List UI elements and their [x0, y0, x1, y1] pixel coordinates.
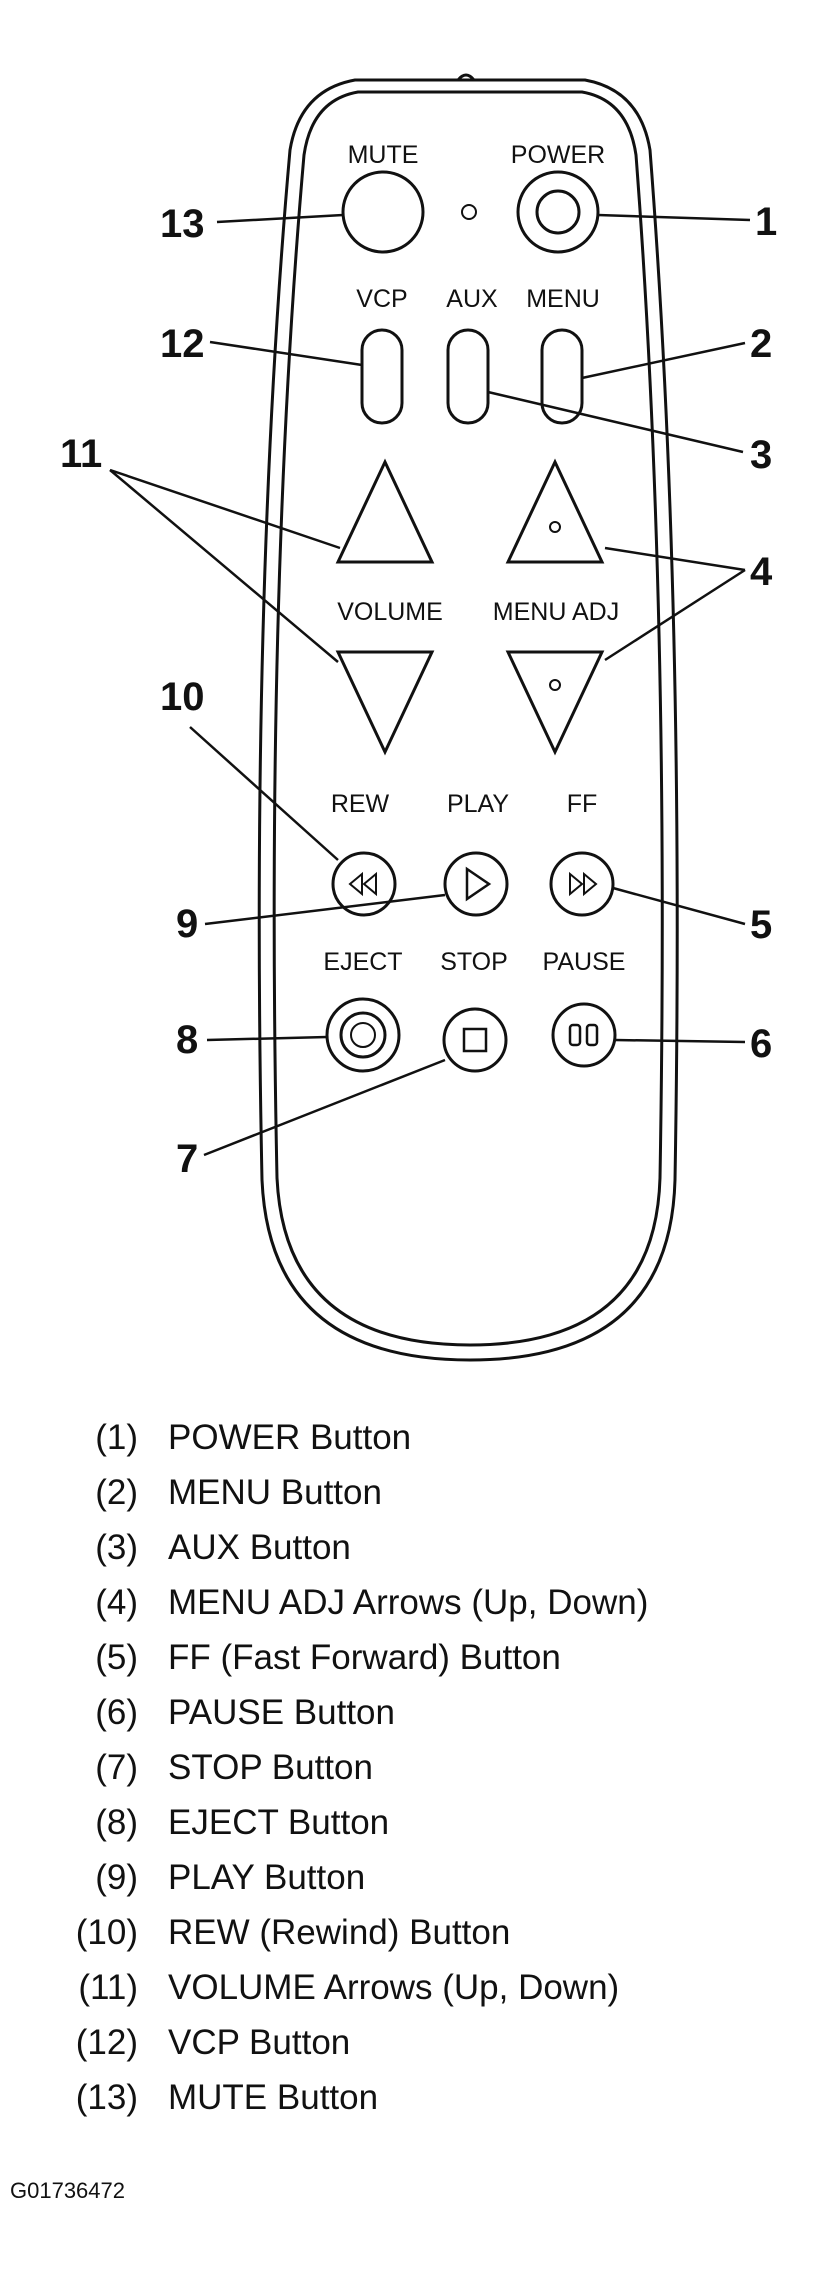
eject-button-inner — [350, 1022, 376, 1048]
eject-button[interactable] — [325, 997, 401, 1073]
legend-item: (7) STOP Button — [28, 1740, 818, 1795]
legend-number: (13) — [75, 2078, 138, 2117]
eject-button-mid — [339, 1011, 387, 1059]
menu-button[interactable] — [540, 328, 584, 425]
legend-item: (3) AUX Button — [28, 1520, 818, 1575]
callout-12: 12 — [160, 322, 205, 366]
legend-description: MENU ADJ Arrows (Up, Down) — [168, 1583, 649, 1622]
remote-diagram: MUTE POWER VCP AUX MENU VOLUME MENU ADJ … — [60, 73, 777, 1362]
legend-description: EJECT Button — [168, 1803, 390, 1842]
legend-number: (2) — [95, 1473, 138, 1512]
callout-10: 10 — [160, 675, 205, 719]
stop-icon — [462, 1027, 488, 1053]
legend-description: PAUSE Button — [168, 1693, 395, 1732]
callout-11: 11 — [60, 432, 102, 476]
figure-id: G01736472 — [10, 2178, 125, 2203]
legend-description: PLAY Button — [168, 1858, 366, 1897]
aux-label: AUX — [446, 285, 498, 313]
legend-item: (11) VOLUME Arrows (Up, Down) — [28, 1960, 818, 2015]
vcp-label: VCP — [356, 285, 407, 313]
legend-description: VOLUME Arrows (Up, Down) — [168, 1968, 620, 2007]
play-label: PLAY — [447, 790, 509, 818]
legend-number: (10) — [75, 1913, 138, 1952]
power-button-inner — [535, 189, 581, 235]
volume-up-arrow[interactable] — [335, 458, 435, 564]
rew-button[interactable] — [331, 851, 397, 917]
stop-label: STOP — [440, 948, 508, 976]
power-label: POWER — [511, 141, 605, 169]
legend-description: POWER Button — [168, 1418, 412, 1457]
pause-icon-right — [585, 1023, 599, 1047]
legend-item: (2) MENU Button — [28, 1465, 818, 1520]
power-button[interactable] — [516, 170, 600, 254]
callout-8: 8 — [176, 1018, 198, 1062]
callout-3: 3 — [750, 433, 772, 477]
ff-label: FF — [567, 790, 598, 818]
callout-5: 5 — [750, 903, 772, 947]
rew-label: REW — [331, 790, 390, 818]
legend-item: (8) EJECT Button — [28, 1795, 818, 1850]
legend-number: (6) — [95, 1693, 138, 1732]
legend-number: (7) — [95, 1748, 138, 1787]
pause-button[interactable] — [551, 1002, 617, 1068]
legend-item: (4) MENU ADJ Arrows (Up, Down) — [28, 1575, 818, 1630]
legend-description: VCP Button — [168, 2023, 351, 2062]
menu-adj-up-arrow[interactable] — [505, 458, 605, 564]
aux-button[interactable] — [446, 328, 490, 425]
callout-6: 6 — [750, 1022, 772, 1066]
legend-description: REW (Rewind) Button — [168, 1913, 511, 1952]
menu-adj-down-dot — [549, 679, 561, 691]
leader-lines — [109, 213, 751, 1157]
callout-4: 4 — [750, 550, 773, 594]
legend-description: MUTE Button — [168, 2078, 379, 2117]
callout-2: 2 — [750, 322, 772, 366]
legend-item: (12) VCP Button — [28, 2015, 818, 2070]
play-icon — [465, 866, 492, 902]
pause-icon-left — [568, 1023, 582, 1047]
volume-label: VOLUME — [337, 598, 443, 626]
mute-label: MUTE — [348, 141, 419, 169]
legend-item: (1) POWER Button — [28, 1410, 818, 1465]
indicator-light — [461, 204, 477, 220]
mute-button[interactable] — [341, 170, 425, 254]
legend-list: (1) POWER Button (2) MENU Button (3) AUX Bu… — [28, 1410, 818, 2125]
ff-button[interactable] — [549, 851, 615, 917]
callout-7: 7 — [176, 1137, 198, 1181]
ff-icon — [569, 871, 598, 897]
eject-label: EJECT — [323, 948, 402, 976]
legend-number: (5) — [95, 1638, 138, 1677]
menu-adj-label: MENU ADJ — [493, 598, 619, 626]
legend-number: (9) — [95, 1858, 138, 1897]
volume-down-arrow[interactable] — [335, 650, 435, 756]
legend-description: AUX Button — [168, 1528, 351, 1567]
callout-1: 1 — [755, 200, 777, 244]
legend-number: (8) — [95, 1803, 138, 1842]
pause-label: PAUSE — [543, 948, 626, 976]
menu-label: MENU — [526, 285, 600, 313]
rew-icon — [348, 871, 377, 897]
vcp-button[interactable] — [360, 328, 404, 425]
legend-item: (10) REW (Rewind) Button — [28, 1905, 818, 1960]
legend-number: (3) — [95, 1528, 138, 1567]
legend-number: (1) — [95, 1418, 138, 1457]
legend-item: (9) PLAY Button — [28, 1850, 818, 1905]
legend-description: MENU Button — [168, 1473, 382, 1512]
legend-item: (13) MUTE Button — [28, 2070, 818, 2125]
stop-button[interactable] — [442, 1007, 508, 1073]
legend-number: (12) — [75, 2023, 138, 2062]
menu-adj-down-arrow[interactable] — [505, 650, 605, 756]
legend-number: (11) — [78, 1968, 138, 2007]
legend-description: STOP Button — [168, 1748, 373, 1787]
play-button[interactable] — [443, 851, 509, 917]
remote-body — [257, 73, 679, 1362]
callout-13: 13 — [160, 202, 205, 246]
legend-item: (5) FF (Fast Forward) Button — [28, 1630, 818, 1685]
legend-item: (6) PAUSE Button — [28, 1685, 818, 1740]
legend-number: (4) — [95, 1583, 138, 1622]
legend-description: FF (Fast Forward) Button — [168, 1638, 561, 1677]
callout-9: 9 — [176, 902, 198, 946]
menu-adj-up-dot — [549, 521, 561, 533]
